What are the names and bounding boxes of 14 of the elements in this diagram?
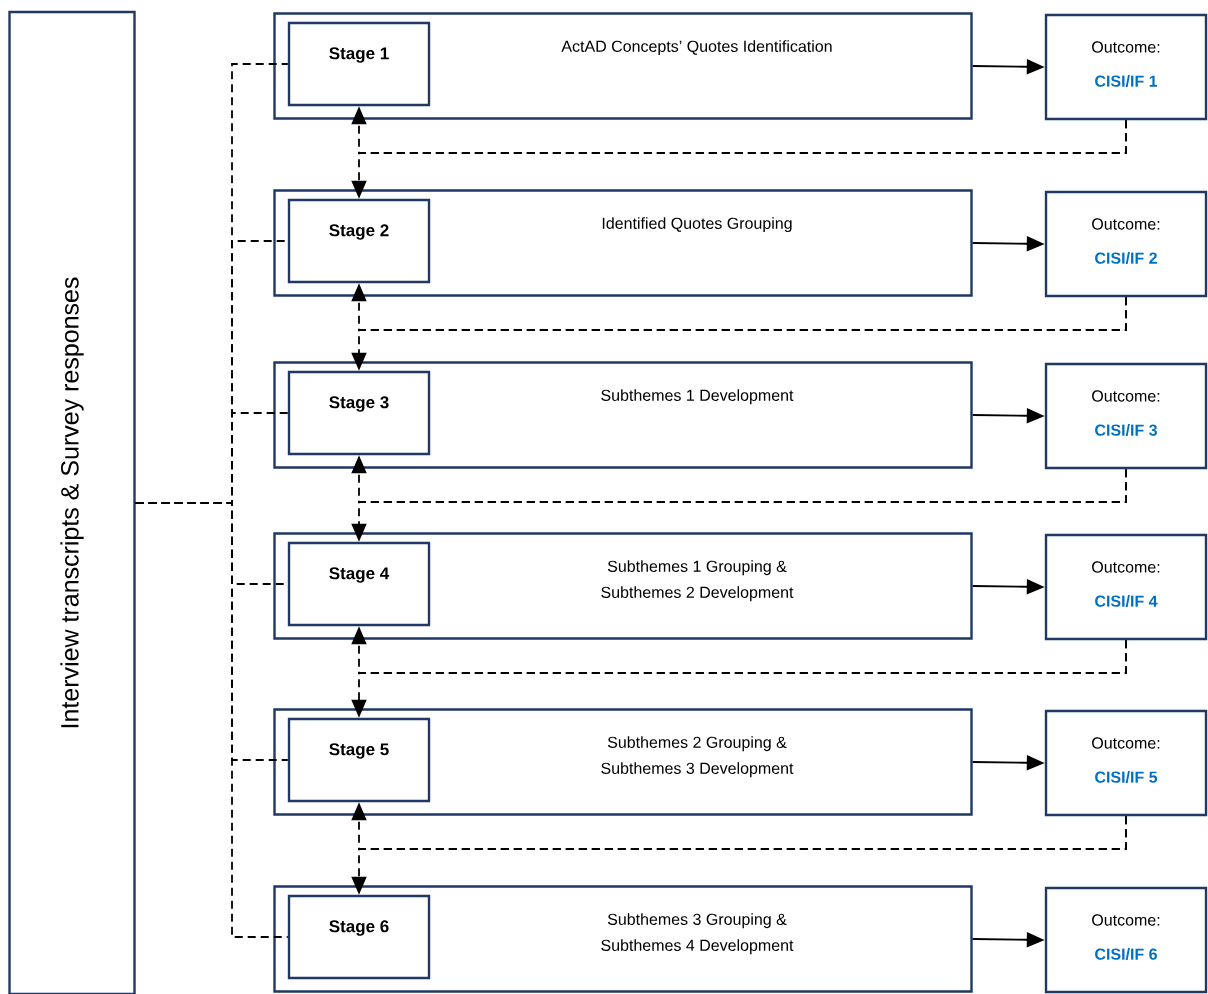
outcome-box: Outcome: CISI/IF 3: [1044, 362, 1208, 470]
stage-label-box: Stage 4: [287, 541, 431, 627]
outcome-box: Outcome: CISI/IF 6: [1044, 886, 1208, 994]
stage-label-box: Stage 2: [287, 198, 431, 284]
outcome-box: Outcome: CISI/IF 5: [1044, 709, 1208, 817]
stage-label-box: Stage 5: [287, 717, 431, 803]
stage-label-box: Stage 3: [287, 370, 431, 456]
outcome-box: Outcome: CISI/IF 4: [1044, 533, 1208, 641]
source-box: Interview transcripts & Survey responses: [8, 10, 136, 994]
dashed-connector: [134, 502, 289, 938]
outcome-box: Outcome: CISI/IF 2: [1044, 190, 1208, 298]
outcome-box: Outcome: CISI/IF 1: [1044, 13, 1208, 121]
stage-label-box: Stage 1: [287, 21, 431, 107]
stage-label-box: Stage 6: [287, 894, 431, 980]
